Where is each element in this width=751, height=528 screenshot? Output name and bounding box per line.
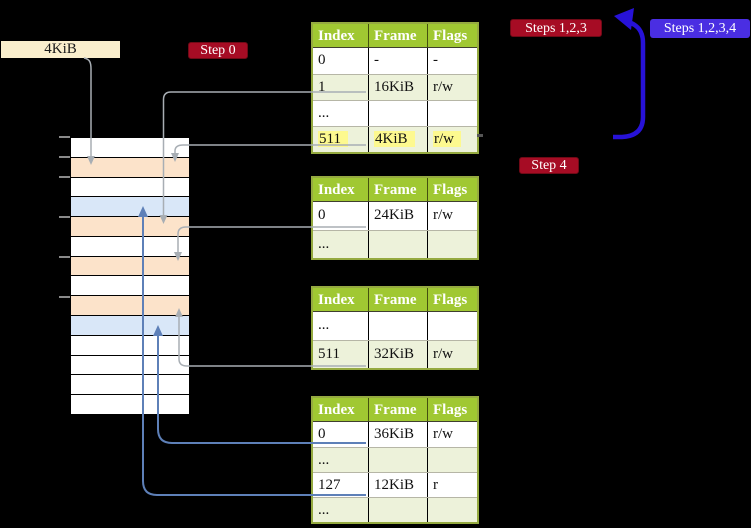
cell-frame: - <box>368 48 427 74</box>
cell-frame <box>368 312 427 340</box>
table-row: 1 16KiB r/w <box>313 74 477 100</box>
cell-flags <box>427 101 477 126</box>
memory-row <box>71 354 189 375</box>
table-header-row: Index Frame Flags <box>313 178 477 202</box>
header-flags: Flags <box>427 178 477 201</box>
steps-1234-badge: Steps 1,2,3,4 <box>650 19 750 38</box>
header-frame: Frame <box>368 24 427 47</box>
header-flags: Flags <box>427 288 477 311</box>
table-header-row: Index Frame Flags <box>313 24 477 48</box>
header-index: Index <box>318 292 355 308</box>
cell-flags <box>427 448 477 472</box>
address-tick <box>59 296 70 298</box>
address-tick <box>59 216 70 218</box>
header-frame: Frame <box>368 288 427 311</box>
memory-row <box>71 315 189 335</box>
cell-flags <box>427 231 477 258</box>
cell-flags: r/w <box>427 202 477 230</box>
memory-row <box>71 176 189 197</box>
cell-flags: r/w <box>427 75 477 100</box>
steps-123-badge: Steps 1,2,3 <box>510 19 602 37</box>
cell-flags: r/w <box>427 422 477 447</box>
cell-flags <box>427 312 477 340</box>
physical-memory-strip <box>70 137 190 415</box>
table-row: 0 - - <box>313 48 477 74</box>
cell-index: 1 <box>318 79 326 95</box>
cell-index: 0 <box>318 52 326 68</box>
cell-frame <box>368 448 427 472</box>
cell-index: 511 <box>313 127 368 152</box>
table-header-row: Index Frame Flags <box>313 398 477 422</box>
cell-index: 127 <box>318 477 341 493</box>
memory-row <box>71 334 189 355</box>
table-header-row: Index Frame Flags <box>313 288 477 312</box>
highlight: r/w <box>433 131 461 147</box>
memory-row <box>71 196 189 217</box>
memory-row <box>71 156 189 177</box>
connector-stub <box>477 134 483 137</box>
cell-index: 0 <box>318 207 326 223</box>
cell-index: ... <box>318 502 330 518</box>
table-row: 127 12KiB r <box>313 472 477 497</box>
highlight: 4KiB <box>374 131 415 147</box>
cell-flags: r/w <box>427 127 477 152</box>
memory-row <box>71 295 189 316</box>
table-row: ... <box>313 312 477 340</box>
memory-row <box>71 394 189 414</box>
header-index: Index <box>318 28 355 44</box>
memory-row <box>71 374 189 395</box>
cell-frame: 4KiB <box>368 127 427 152</box>
cell-index: ... <box>318 105 330 121</box>
step-0-badge: Step 0 <box>188 42 248 59</box>
cell-flags: r <box>427 473 477 497</box>
highlight: 511 <box>318 131 348 147</box>
address-tick <box>59 136 70 138</box>
page-table-level4: Index Frame Flags 0 - - 1 16KiB r/w ... … <box>311 22 479 154</box>
table-row: ... <box>313 100 477 126</box>
address-tick <box>59 256 70 258</box>
table-row: ... <box>313 230 477 258</box>
cell-frame <box>368 231 427 258</box>
memory-row <box>71 138 189 157</box>
header-index: Index <box>318 182 355 198</box>
memory-row <box>71 275 189 296</box>
header-index: Index <box>318 402 355 418</box>
cell-frame: 12KiB <box>368 473 427 497</box>
memory-row <box>71 255 189 276</box>
table-row: ... <box>313 497 477 522</box>
table-row: 511 32KiB r/w <box>313 340 477 368</box>
table-row-recursive-entry: 511 4KiB r/w <box>313 126 477 152</box>
cell-flags: - <box>427 48 477 74</box>
address-tick <box>59 156 70 158</box>
header-frame: Frame <box>368 178 427 201</box>
arrow-recursive-loop-icon <box>613 8 646 140</box>
cell-flags <box>427 498 477 522</box>
root-table-address-box: 4KiB <box>1 41 120 58</box>
page-table-level3: Index Frame Flags 0 24KiB r/w ... <box>311 176 479 260</box>
cell-frame: 36KiB <box>368 422 427 447</box>
cell-index: ... <box>318 236 330 252</box>
header-flags: Flags <box>427 398 477 421</box>
cell-index: 0 <box>318 426 326 442</box>
memory-row <box>71 216 189 236</box>
header-frame: Frame <box>368 398 427 421</box>
table-row: 0 24KiB r/w <box>313 202 477 230</box>
cell-index: ... <box>318 317 330 333</box>
cell-frame <box>368 101 427 126</box>
step-4-badge: Step 4 <box>519 157 579 174</box>
address-tick <box>59 176 70 178</box>
page-table-level1: Index Frame Flags 0 36KiB r/w ... 127 12… <box>311 396 479 524</box>
page-table-level2: Index Frame Flags ... 511 32KiB r/w <box>311 286 479 370</box>
table-row: ... <box>313 447 477 472</box>
cell-frame: 24KiB <box>368 202 427 230</box>
cell-frame: 32KiB <box>368 341 427 368</box>
cell-index: 511 <box>318 346 340 362</box>
memory-row <box>71 235 189 256</box>
cell-index: ... <box>318 452 330 468</box>
cell-flags: r/w <box>427 341 477 368</box>
cell-frame: 16KiB <box>368 75 427 100</box>
table-row: 0 36KiB r/w <box>313 422 477 447</box>
header-flags: Flags <box>427 24 477 47</box>
cell-frame <box>368 498 427 522</box>
